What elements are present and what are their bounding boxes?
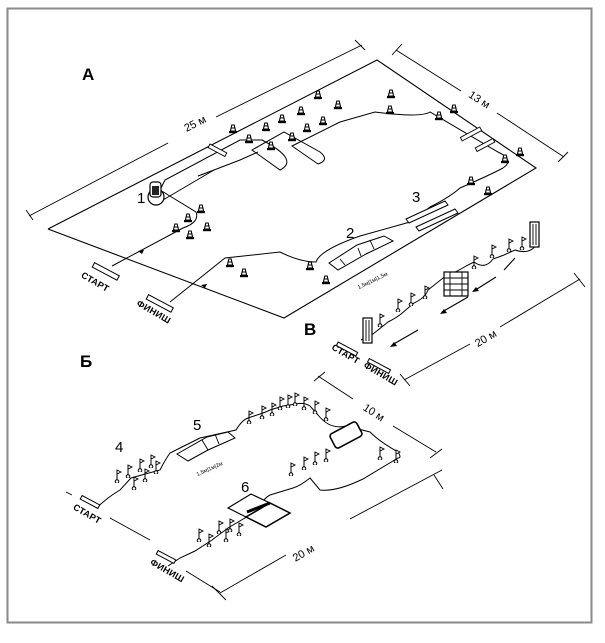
section-v-letter: В bbox=[304, 320, 316, 339]
obstacle-3-label: 3 bbox=[412, 189, 420, 206]
section-a-boundary bbox=[47, 59, 538, 319]
obstacle-5-label: 5 bbox=[193, 417, 201, 434]
frame-border bbox=[6, 7, 593, 624]
section-b-letter: Б bbox=[80, 352, 92, 371]
gate-marker bbox=[459, 126, 483, 142]
obstacle-6-platform: 6 bbox=[226, 479, 292, 528]
section-v-gate-post bbox=[362, 317, 373, 344]
gate-marker bbox=[474, 137, 496, 153]
section-b-route bbox=[95, 402, 401, 567]
section-v-gate-post-far bbox=[529, 221, 540, 248]
section-a-route bbox=[111, 111, 509, 303]
gate-marker bbox=[207, 143, 228, 158]
route-arrow bbox=[201, 284, 207, 288]
direction-arrows bbox=[390, 257, 516, 347]
section-a-route-branch bbox=[197, 151, 259, 177]
section-b-mat bbox=[329, 421, 363, 449]
obstacle-4-label: 4 bbox=[115, 439, 123, 456]
section-a-route-top bbox=[162, 169, 215, 201]
obstacle-2-label: 2 bbox=[346, 225, 354, 242]
obstacle-3-bridge: 3 bbox=[405, 189, 459, 232]
obstacle-6-label: 6 bbox=[241, 479, 249, 496]
obstacle-1-label: 1 bbox=[137, 190, 145, 207]
route-arrow bbox=[138, 250, 144, 254]
section-a-letter: А bbox=[82, 65, 94, 84]
section-v-box-obstacle bbox=[443, 271, 469, 297]
obstacle-1-barrel: 1 bbox=[137, 181, 165, 207]
